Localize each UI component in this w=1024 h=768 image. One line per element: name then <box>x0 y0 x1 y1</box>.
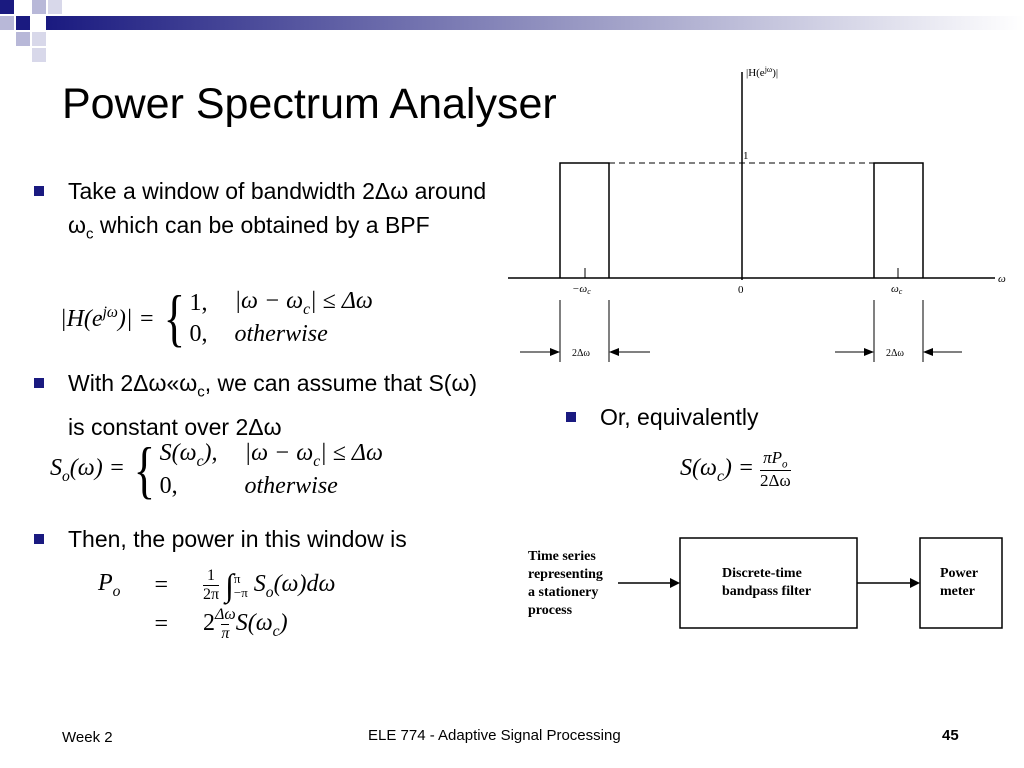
input-signal-label: Time series representing a stationery pr… <box>528 549 603 618</box>
bullet-text: Then, the power in this window is <box>68 526 407 552</box>
block-diagram <box>618 537 1003 629</box>
header-decoration <box>0 0 1024 62</box>
footer-course: ELE 774 - Adaptive Signal Processing <box>368 727 621 744</box>
passband-right <box>873 162 924 278</box>
wc-tick-label: ωc <box>891 283 903 296</box>
filter-block-label: Discrete-time bandpass filter <box>722 566 812 599</box>
bullet-text: Or, equivalently <box>600 404 759 430</box>
bandwidth-label-left: 2Δω <box>572 348 590 359</box>
equation-so-spectrum: So(ω) = { S(ωc), |ω − ωc| ≤ Δω 0, otherw… <box>50 434 383 505</box>
bullet-text: With 2Δω«ωc, we can assume that S(ω) is … <box>68 370 478 440</box>
x-axis-label: ω <box>998 273 1006 285</box>
unity-label: 1 <box>743 150 749 162</box>
slide-title: Power Spectrum Analyser <box>62 80 557 128</box>
footer-week: Week 2 <box>62 729 113 746</box>
passband-left <box>559 162 610 278</box>
bullet-marker <box>34 534 44 544</box>
neg-wc-tick-label: −ωc <box>572 283 591 296</box>
bullet-text: Take a window of bandwidth 2Δω around ωc… <box>68 178 487 243</box>
bullet-marker <box>34 378 44 388</box>
bullet-marker <box>566 412 576 422</box>
meter-block-label: Power meter <box>940 566 979 599</box>
zero-tick-label: 0 <box>738 284 744 296</box>
bullet-marker <box>34 186 44 196</box>
bandwidth-label-right: 2Δω <box>886 348 904 359</box>
y-axis-label: |H(ejω)| <box>746 65 778 79</box>
equation-s-wc: S(ωc) = πPo 2Δω <box>680 448 791 491</box>
slide-number: 45 <box>942 727 959 744</box>
equation-h-magnitude: |H(ejω)| = { 1, |ω − ωc| ≤ Δω 0, otherwi… <box>60 282 373 353</box>
bandpass-response-figure: |H(ejω)| 1 ω −ωc 0 ωc 2Δω 2Δω <box>508 65 1006 362</box>
